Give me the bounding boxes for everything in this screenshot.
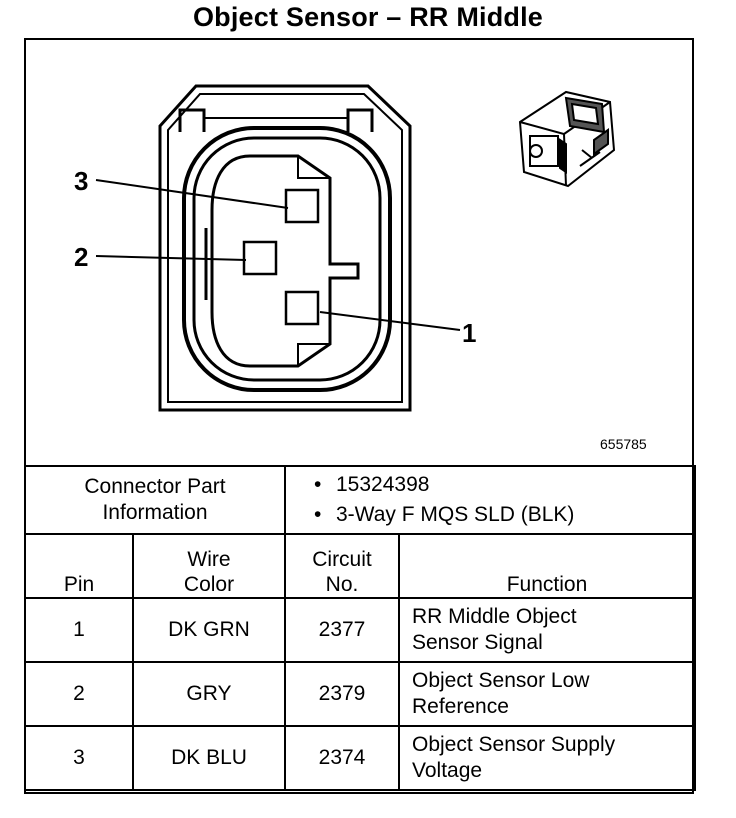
pin-cell: 3 [24, 725, 134, 791]
function-cell: Object Sensor Supply Voltage [398, 725, 696, 791]
leader-line-1 [319, 311, 461, 331]
header-function: Function [398, 533, 696, 599]
bullet-icon: • [314, 503, 322, 526]
header-wire-color: Wire Color [132, 533, 286, 599]
pin-2-terminal [242, 240, 278, 276]
header-wire-color-line1: Wire [187, 548, 231, 571]
table-header-row: Pin Wire Color Circuit No. Function [24, 533, 696, 599]
header-circuit-line1: Circuit [312, 548, 372, 571]
function-line1: RR Middle Object [412, 605, 577, 628]
circuit-cell: 2377 [284, 597, 400, 663]
callout-2: 2 [74, 242, 88, 272]
callout-3: 3 [74, 166, 88, 196]
function-cell: RR Middle Object Sensor Signal [398, 597, 696, 663]
wire-color-cell: DK BLU [132, 725, 286, 791]
bullet-icon: • [314, 473, 322, 496]
terminal-cavity-body [210, 154, 360, 368]
function-line1: Object Sensor Low [412, 669, 590, 692]
header-wire-color-line2: Color [183, 573, 235, 596]
function-cell: Object Sensor Low Reference [398, 661, 696, 727]
connector-info-row: Connector Part Information • 15324398 • … [24, 465, 696, 535]
connector-housing-inner [167, 93, 403, 403]
function-line2: Voltage [412, 759, 483, 782]
table-row: 3 DK BLU 2374 Object Sensor Supply Volta… [24, 725, 696, 791]
pin-cell: 2 [24, 661, 134, 727]
connector-isometric-view [518, 90, 616, 188]
leader-line-2 [95, 255, 247, 261]
part-number-value: 15324398 [336, 473, 430, 496]
leader-line-3 [95, 179, 289, 209]
wire-color-cell: DK GRN [132, 597, 286, 663]
callout-1: 1 [462, 318, 476, 348]
header-pin: Pin [24, 533, 134, 599]
diagram-title: Object Sensor – RR Middle [192, 2, 544, 32]
figure-id: 655785 [600, 436, 647, 452]
circuit-cell: 2374 [284, 725, 400, 791]
table-row: 1 DK GRN 2377 RR Middle Object Sensor Si… [24, 597, 696, 663]
function-line2: Sensor Signal [412, 631, 543, 654]
diagram-frame [24, 38, 694, 794]
pin-1-terminal [284, 290, 320, 326]
connector-info-values: • 15324398 • 3-Way F MQS SLD (BLK) [284, 465, 696, 535]
function-line2: Reference [412, 695, 509, 718]
connector-description: • 3-Way F MQS SLD (BLK) [314, 500, 694, 530]
header-circuit-no: Circuit No. [284, 533, 400, 599]
connector-description-value: 3-Way F MQS SLD (BLK) [336, 503, 575, 526]
connector-pinout-table: Connector Part Information • 15324398 • … [24, 465, 696, 791]
pin-3-terminal [284, 188, 320, 224]
circuit-cell: 2379 [284, 661, 400, 727]
connector-info-label-line2: Information [102, 501, 208, 524]
connector-info-label-line1: Connector Part [84, 475, 226, 498]
connector-face-drawing: 3 2 1 [74, 84, 616, 412]
connector-housing-outer [158, 84, 412, 412]
header-circuit-line2: No. [325, 573, 359, 596]
connector-info-label: Connector Part Information [24, 465, 286, 535]
function-line1: Object Sensor Supply [412, 733, 616, 756]
pin-cell: 1 [24, 597, 134, 663]
connector-part-number: • 15324398 [314, 470, 694, 500]
wire-color-cell: GRY [132, 661, 286, 727]
table-row: 2 GRY 2379 Object Sensor Low Reference [24, 661, 696, 727]
